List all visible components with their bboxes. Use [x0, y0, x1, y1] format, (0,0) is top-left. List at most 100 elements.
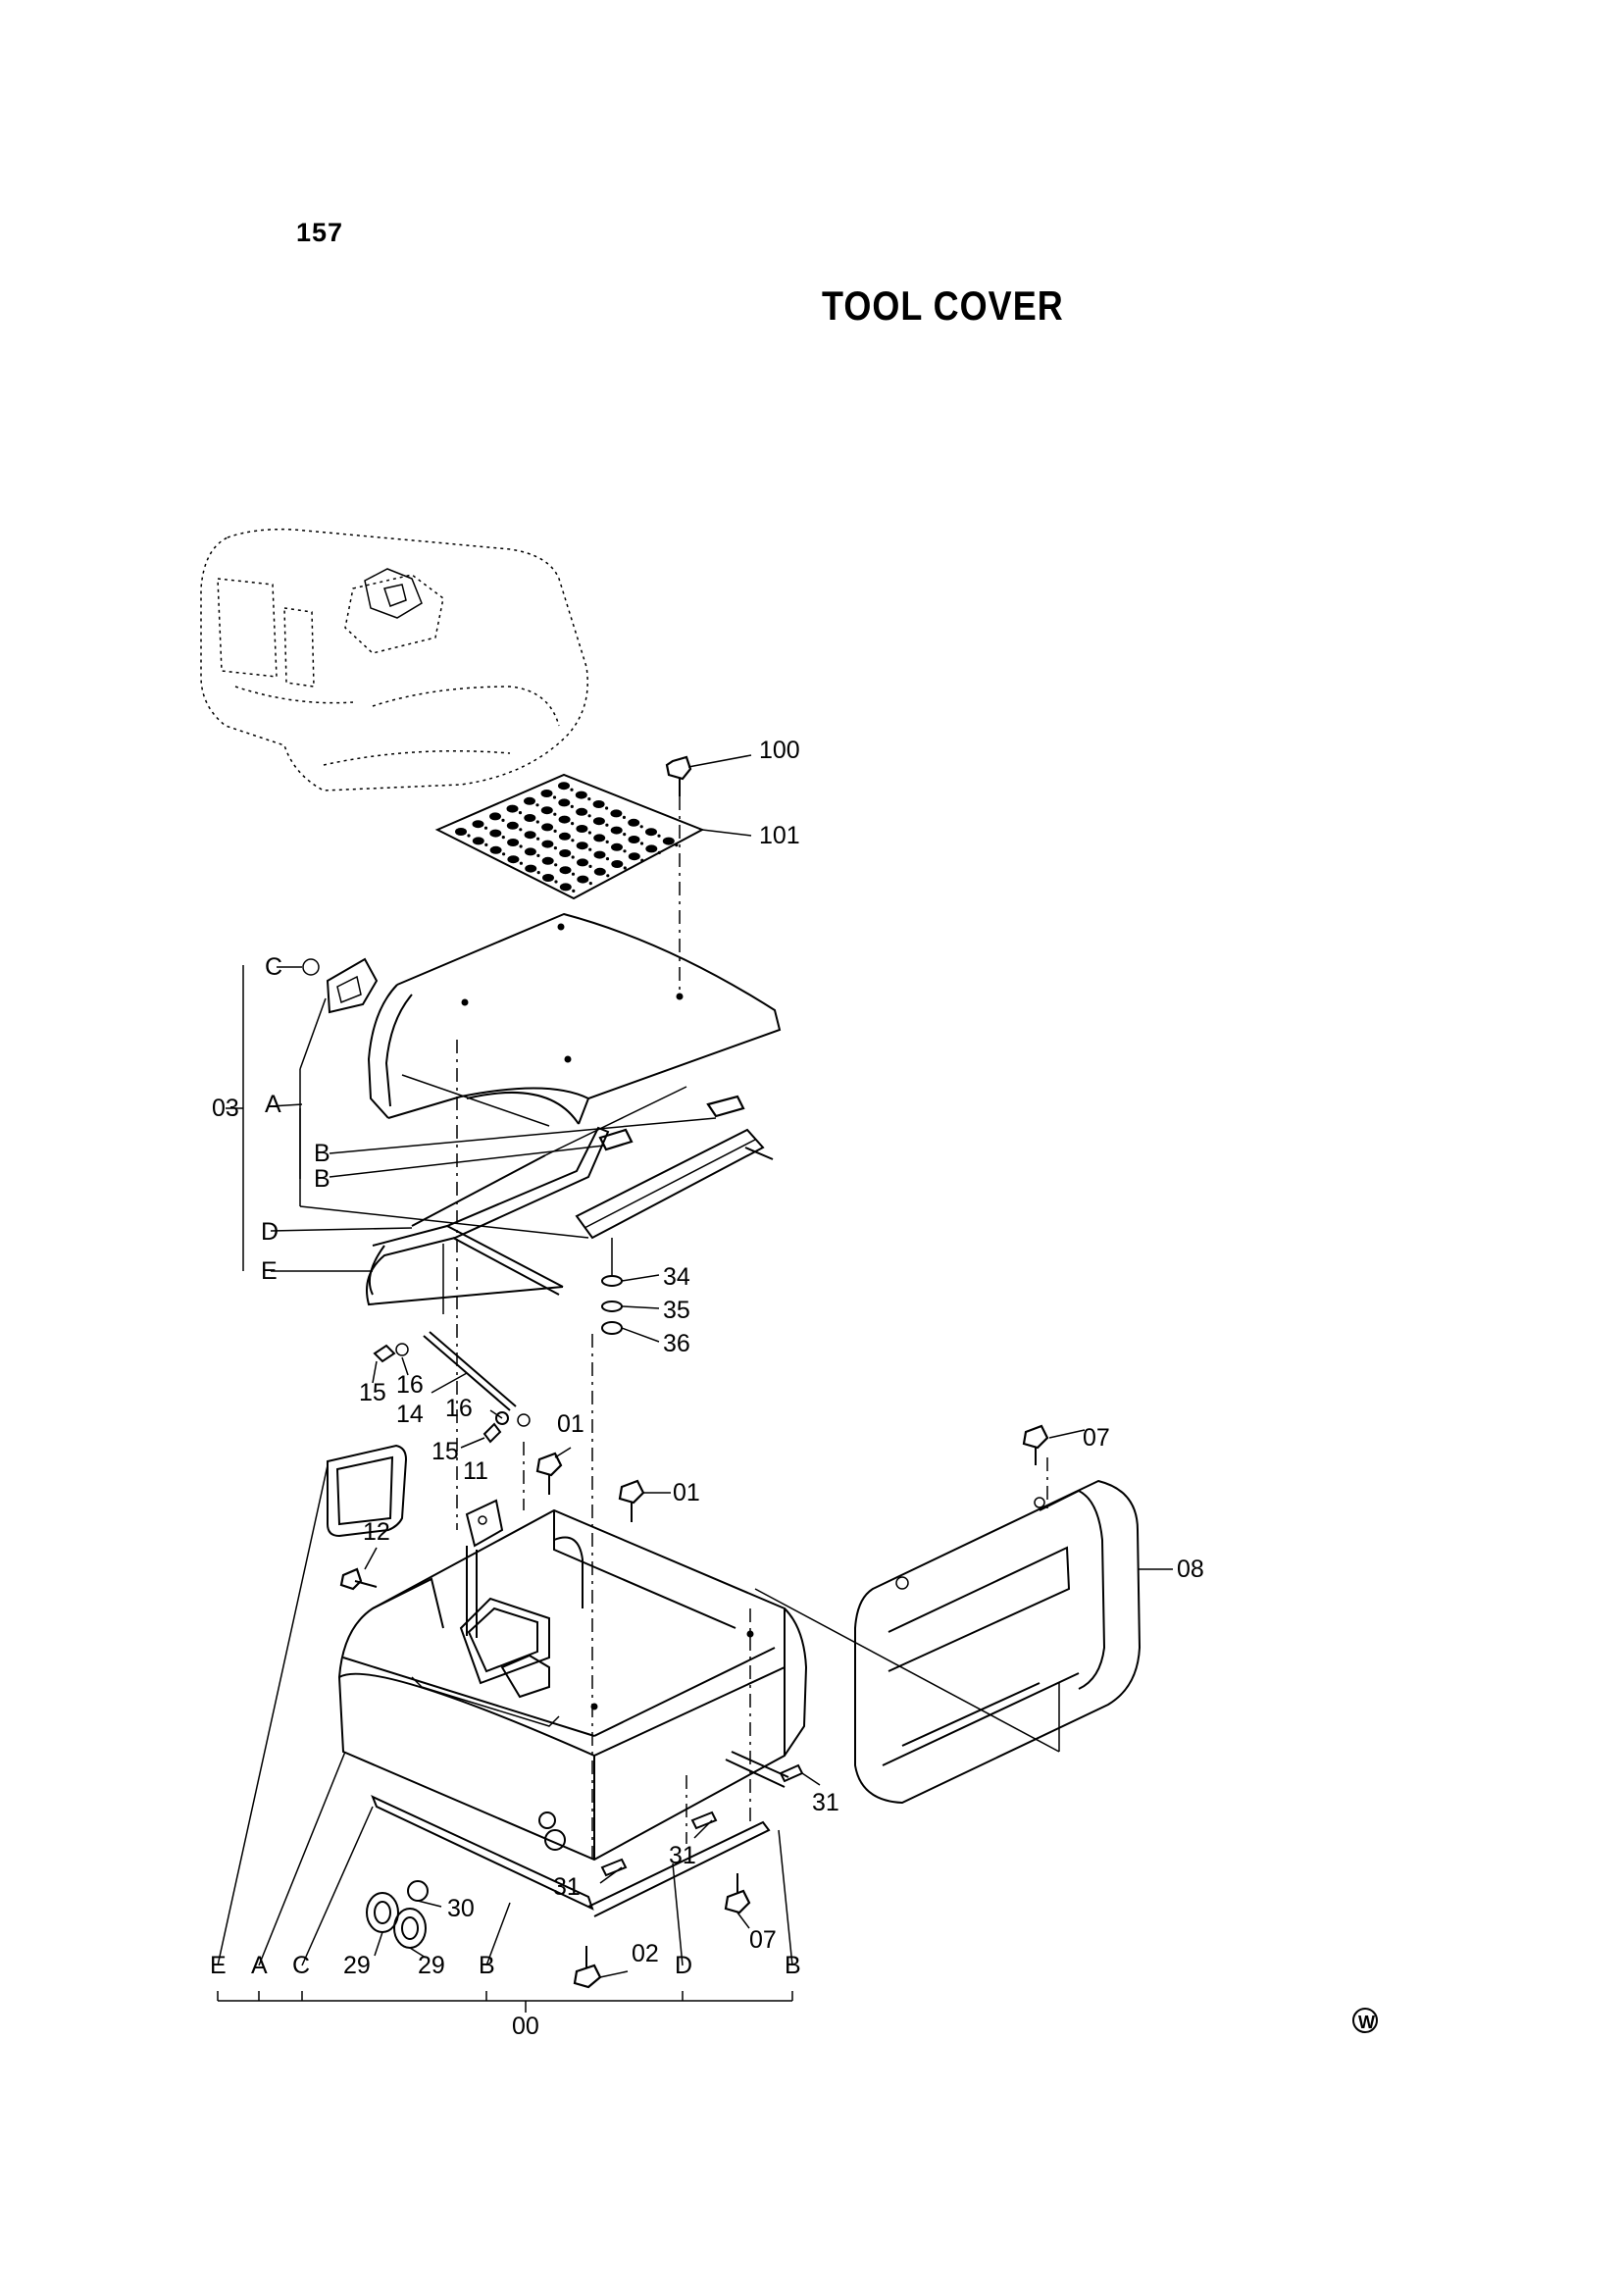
callout-11: 11 [463, 1457, 488, 1485]
page-number: 157 [296, 218, 344, 247]
callout-16a: 16 [396, 1371, 424, 1399]
plate-dot [639, 825, 643, 829]
callout-36: 36 [663, 1330, 690, 1357]
plate-hole [628, 836, 640, 843]
callout-12: 12 [363, 1518, 390, 1546]
seal-pads [598, 1095, 745, 1151]
plate-hole [540, 790, 553, 797]
callout-01a: 01 [557, 1410, 584, 1438]
plate-dot [553, 812, 557, 816]
callout-bottom-a: A [251, 1952, 268, 1979]
plate-hole [507, 855, 520, 864]
plate-dot [639, 842, 644, 845]
plate-dot [587, 831, 592, 835]
callout-31a: 31 [812, 1789, 839, 1816]
plate-dot [657, 850, 661, 855]
plate-hole [507, 839, 520, 846]
plate-dot [675, 843, 679, 847]
plate-hole [576, 842, 588, 850]
plate-dot [571, 855, 575, 859]
plate-hole [506, 804, 519, 813]
plate-dot [484, 842, 488, 847]
plate-dot [554, 863, 558, 867]
plate-dot [588, 864, 592, 869]
plate-dot [483, 826, 488, 830]
plate-hole [593, 834, 606, 842]
bolt-01b-icon [618, 1479, 645, 1522]
plate-dot [467, 834, 471, 838]
callout-100: 100 [759, 737, 800, 764]
upper-cover-panel [367, 912, 782, 1127]
callout-101: 101 [759, 822, 800, 849]
callout-bottom-c: C [292, 1952, 310, 1979]
plate-dot [587, 797, 591, 801]
plate-hole [576, 825, 588, 833]
callout-08: 08 [1177, 1556, 1204, 1583]
callout-34: 34 [663, 1263, 690, 1291]
callout-00: 00 [512, 2013, 539, 2040]
plate-hole [611, 842, 623, 851]
callout-01b: 01 [673, 1479, 700, 1506]
plate-hole [592, 817, 605, 826]
rubber-plugs [366, 1880, 429, 1949]
striker-plate [465, 1499, 504, 1638]
callout-d: D [261, 1218, 279, 1246]
plate-hole [489, 845, 502, 854]
plate-dot [570, 788, 574, 791]
plate-dot [570, 804, 574, 809]
plate-dot [588, 847, 592, 851]
plate-hole [524, 847, 536, 856]
callout-31b: 31 [669, 1842, 696, 1869]
watermark-w-icon: W [1352, 2008, 1378, 2033]
plate-dot [535, 820, 539, 824]
bolt-07b-icon [724, 1873, 751, 1914]
plate-dot [553, 829, 557, 834]
plate-hole [506, 821, 519, 830]
plate-hole [610, 809, 623, 818]
callout-29b: 29 [418, 1952, 445, 1979]
plate-dot [519, 844, 523, 848]
callout-07a: 07 [1083, 1424, 1110, 1452]
bolt-01-icon [535, 1452, 563, 1495]
washer-stack [601, 1238, 623, 1335]
plate-dot [657, 834, 661, 838]
bolt-07-icon [1022, 1424, 1049, 1465]
plate-hole [541, 840, 554, 848]
plate-hole [558, 798, 571, 807]
plate-hole [558, 832, 571, 841]
plate-dot [605, 857, 610, 861]
callout-29a: 29 [343, 1952, 371, 1979]
plate-hole [525, 864, 537, 873]
plate-dot [588, 882, 592, 886]
plate-hole [610, 826, 623, 835]
plate-dot [519, 828, 523, 832]
plate-hole [489, 812, 501, 821]
plate-hole [577, 875, 589, 884]
plate-dot [605, 840, 609, 844]
plate-dot [536, 837, 540, 841]
plate-dot [552, 795, 557, 799]
leader-lines [226, 754, 1173, 1978]
callout-02: 02 [632, 1940, 659, 1967]
latch-bracket [302, 957, 379, 1014]
callout-c: C [265, 953, 282, 981]
plate-hole [489, 829, 502, 838]
plate-dot [571, 822, 575, 826]
bolt-100-icon [665, 755, 692, 796]
callout-03: 03 [212, 1095, 239, 1122]
plate-hole [472, 820, 484, 829]
callout-bottom-d: D [675, 1952, 692, 1979]
callout-14: 14 [396, 1401, 424, 1428]
plate-dot [536, 871, 540, 875]
plate-hole [540, 806, 553, 815]
callout-bottom-e: E [210, 1952, 227, 1979]
plate-dot [554, 880, 558, 884]
plate-hole [628, 818, 640, 827]
callout-35: 35 [663, 1297, 690, 1324]
callout-a: A [265, 1091, 281, 1118]
plate-hole [559, 866, 572, 875]
callout-e: E [261, 1257, 278, 1285]
plate-hole [524, 831, 536, 840]
plate-hole [541, 823, 554, 832]
